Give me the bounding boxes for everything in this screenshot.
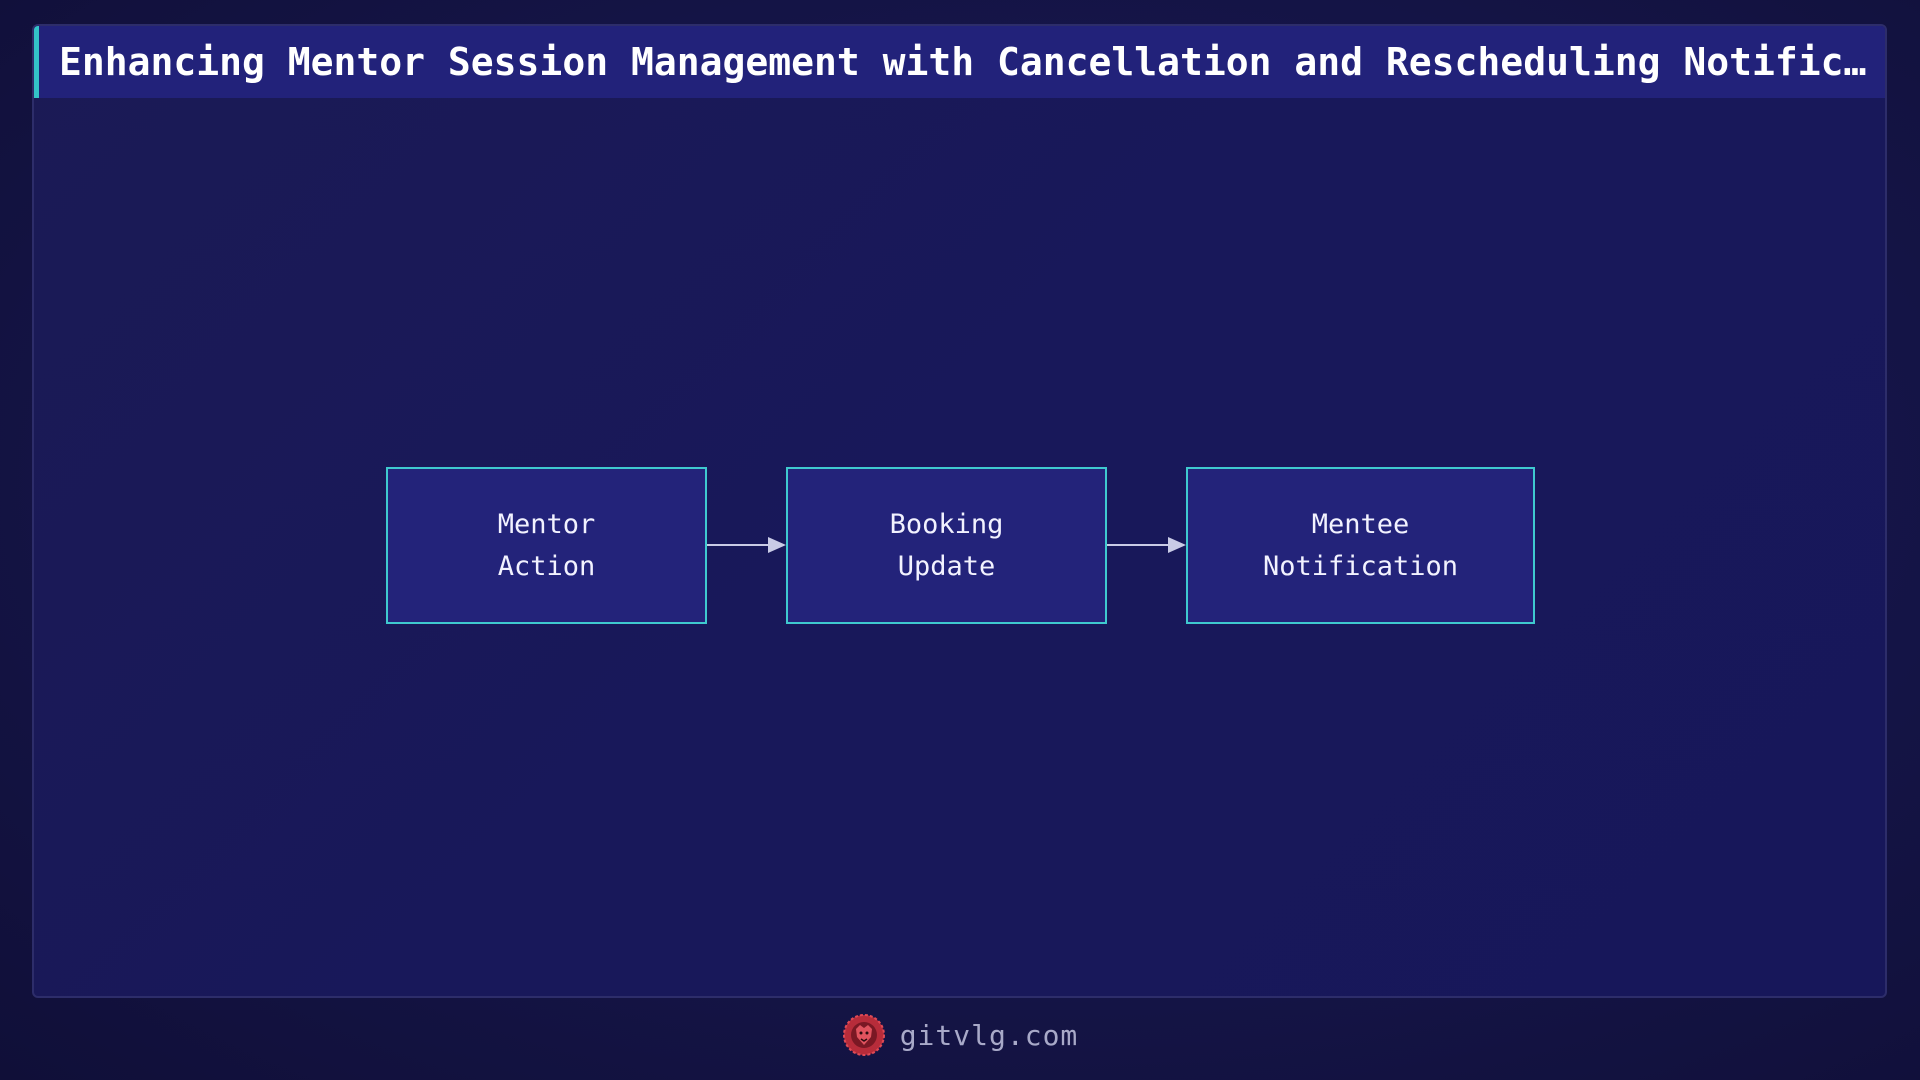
node-mentor-action: Mentor Action (386, 467, 707, 624)
node-label: Mentee Notification (1262, 508, 1459, 582)
slide-frame: Enhancing Mentor Session Management with… (32, 24, 1887, 998)
node-label: Mentor Action (497, 508, 596, 582)
title-bar: Enhancing Mentor Session Management with… (34, 26, 1885, 98)
footer-site-link[interactable]: gitvlg.com (899, 1018, 1079, 1052)
node-label: Booking Update (889, 508, 1004, 582)
page-title: Enhancing Mentor Session Management with… (59, 40, 1867, 84)
node-booking-update: Booking Update (786, 467, 1107, 624)
footer: gitvlg.com (0, 1010, 1920, 1060)
node-mentee-notification: Mentee Notification (1186, 467, 1535, 624)
lion-logo-icon (842, 1014, 885, 1056)
